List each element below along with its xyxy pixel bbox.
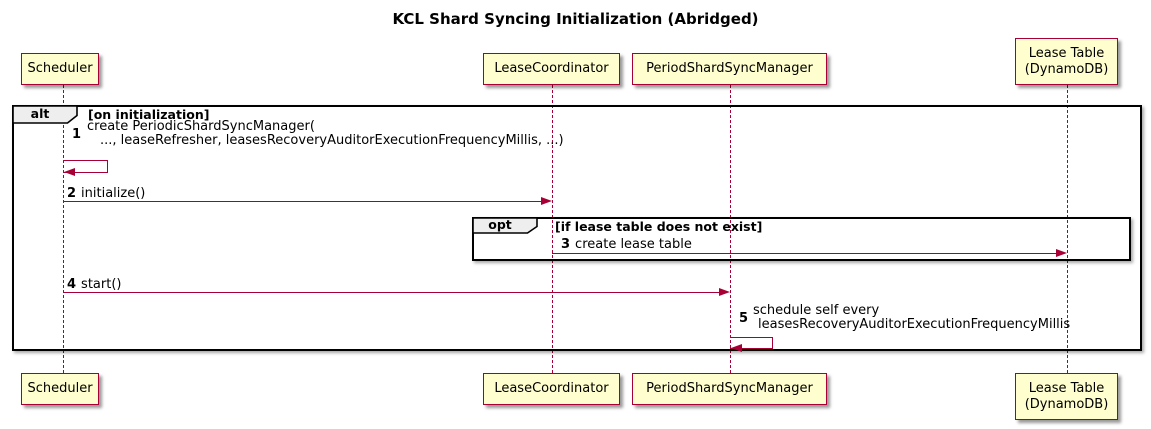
participant-period-shard-sync-manager-bottom: PeriodShardSyncManager [632,373,827,405]
participant-label-line2: (DynamoDB) [1024,61,1109,77]
participant-label-line2: (DynamoDB) [1024,396,1109,412]
opt-operator-text: opt [488,217,512,232]
participant-label: Lease Table [1028,380,1105,396]
message-2-label: 2 initialize() [67,186,145,201]
message-5-label: schedule self every leasesRecoveryAudito… [753,304,1070,332]
message-5-self-arrow [730,337,773,349]
participant-scheduler-bottom: Scheduler [21,373,99,405]
message-1-line1: create PeriodicShardSyncManager( [87,119,315,134]
pentagon-shape [472,217,538,234]
message-1-number: 1 [72,127,82,142]
message-4-arrow [63,292,720,293]
message-4-number: 4 [67,277,77,292]
participant-label: PeriodShardSyncManager [646,61,813,76]
participant-label: LeaseCoordinator [494,381,609,396]
message-3-arrowhead [1056,249,1067,257]
participant-label: Lease Table [1028,45,1105,61]
participant-lease-coordinator-top: LeaseCoordinator [483,53,620,85]
alt-operator-text: alt [30,106,50,121]
participant-scheduler-top: Scheduler [21,53,99,85]
message-5-number: 5 [739,311,749,326]
message-1-self-arrow [63,160,108,173]
alt-frame [12,105,1142,351]
message-5-line2: leasesRecoveryAuditorExecutionFrequencyM… [758,317,1071,332]
lifeline-period-shard-sync-manager [730,85,731,373]
message-4-label: 4 start() [67,277,121,292]
opt-operator-label: opt [472,217,538,234]
message-3-label: 3 create lease table [561,237,692,252]
message-2-text: initialize() [81,186,146,201]
message-1-line2: ..., leaseRefresher, leasesRecoveryAudit… [100,133,564,148]
participant-label: PeriodShardSyncManager [646,381,813,396]
diagram-title: KCL Shard Syncing Initialization (Abridg… [392,10,759,28]
message-1-label: create PeriodicShardSyncManager( ..., le… [87,120,564,148]
message-4-text: start() [81,277,122,292]
alt-operator-label: alt [12,105,78,124]
participant-label: Scheduler [27,381,93,396]
lifeline-lease-coordinator [552,85,553,373]
message-3-text: create lease table [575,237,692,252]
message-4-arrowhead [719,288,730,296]
message-5-line1: schedule self every [753,303,880,318]
participant-period-shard-sync-manager-top: PeriodShardSyncManager [632,53,827,85]
message-5-arrowhead [731,344,742,352]
message-3-number: 3 [561,237,571,252]
participant-lease-table-top: Lease Table (DynamoDB) [1015,38,1118,85]
participant-lease-table-bottom: Lease Table (DynamoDB) [1015,373,1118,420]
message-3-arrow [552,253,1057,254]
lifeline-lease-table [1067,85,1068,373]
participant-label: Scheduler [27,61,93,76]
message-1-arrowhead [64,168,75,176]
message-2-arrowhead [541,197,552,205]
message-2-number: 2 [67,186,77,201]
alt-guard: [on initialization] [88,107,210,122]
message-2-arrow [63,201,542,202]
opt-guard: [if lease table does not exist] [555,219,763,234]
pentagon-shape [12,105,78,124]
participant-lease-coordinator-bottom: LeaseCoordinator [483,373,620,405]
participant-label: LeaseCoordinator [494,61,609,76]
lifeline-scheduler [63,85,64,373]
opt-frame [472,217,1131,261]
